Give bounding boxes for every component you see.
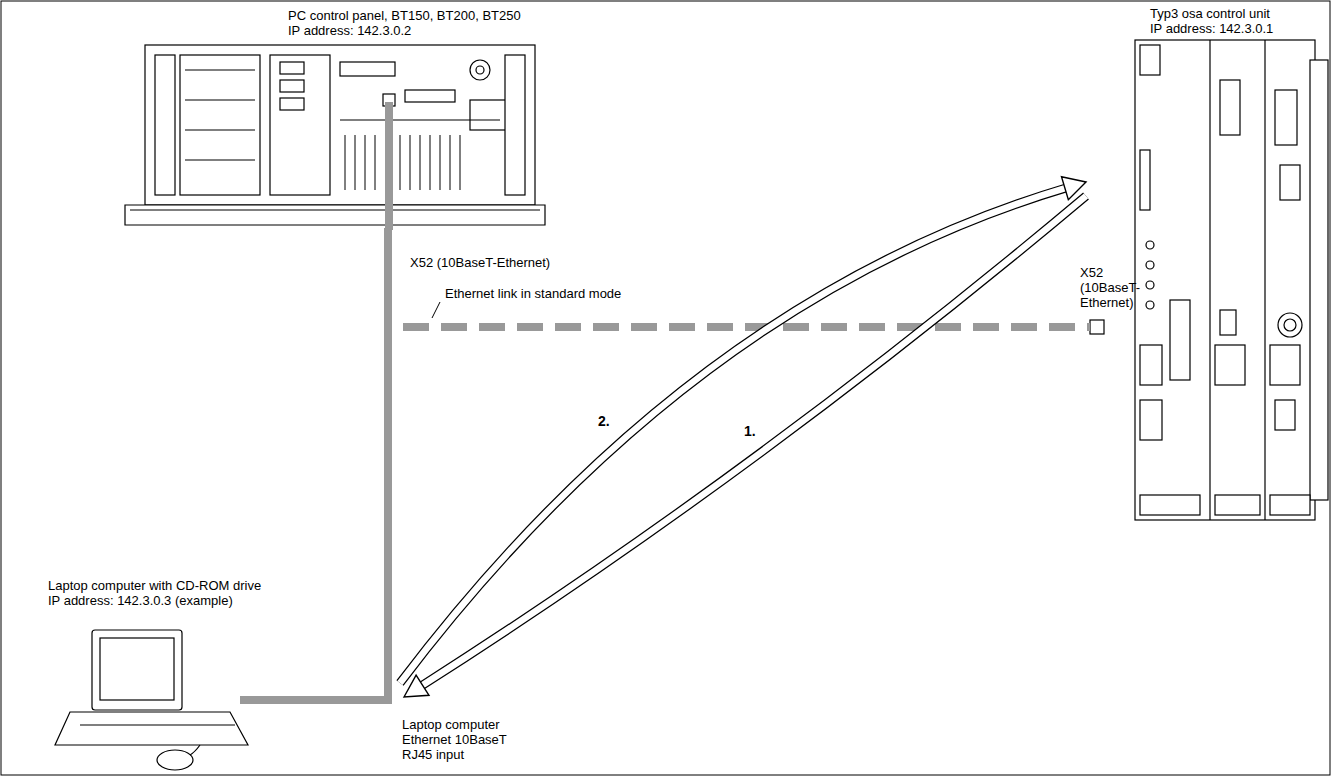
device-label: PC control panel, BT150, BT200, BT250	[288, 8, 521, 23]
laptop-illustration	[55, 630, 248, 770]
port-label: X52 (10BaseT-Ethernet)	[410, 255, 630, 270]
step-number: 1.	[742, 424, 758, 439]
device-node: PC control panel, BT150, BT200, BT250IP …	[120, 4, 545, 228]
link-label: Ethernet link in standard mode	[443, 286, 623, 301]
device-label: Typ3 osa control unit	[1150, 6, 1270, 21]
pc-vents	[345, 135, 460, 190]
device-label: Laptop computer with CD-ROM drive	[48, 578, 261, 593]
connector	[404, 196, 1086, 697]
device-label: IP address: 142.3.0.3 (example)	[48, 593, 233, 608]
connector	[388, 228, 389, 572]
step-number: 2.	[596, 414, 612, 429]
pc-cable-stub	[385, 102, 393, 230]
leader-line	[432, 302, 440, 318]
device-label: IP address: 142.3.0.1	[1150, 21, 1273, 36]
pc-panel-illustration	[125, 45, 545, 225]
device-node: Laptop computer with CD-ROM driveIP addr…	[40, 572, 395, 772]
device-node: Typ3 osa control unitIP address: 142.3.0…	[1090, 4, 1328, 525]
port-label: Laptop computer Ethernet 10BaseT RJ45 in…	[402, 717, 524, 762]
port-label: X52 (10BaseT- Ethernet)	[1080, 265, 1152, 310]
connector	[400, 177, 1086, 683]
laptop-cable-stub	[240, 572, 388, 700]
device-label: IP address: 142.3.0.2	[288, 23, 411, 38]
